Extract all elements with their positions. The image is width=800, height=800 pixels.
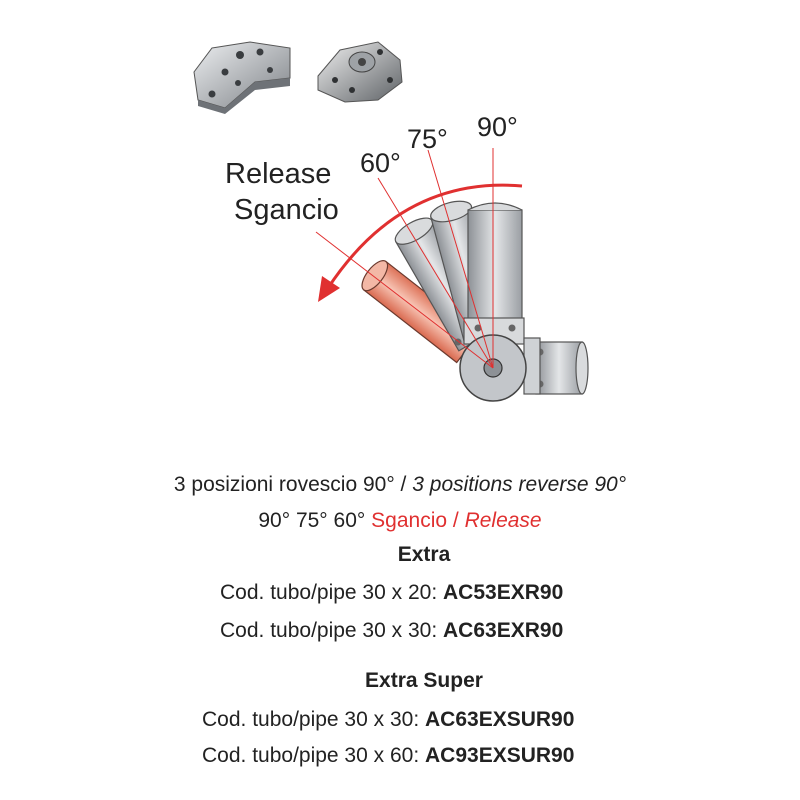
pipe-fixed-horizontal xyxy=(535,341,589,395)
caption-angles: 90° 75° 60° Sgancio / Release xyxy=(0,509,800,533)
extra-super-row: Cod. tubo/pipe 30 x 60: AC93EXSUR90 xyxy=(202,744,574,768)
caption-angles-values: 90° 75° 60° xyxy=(258,509,366,532)
release-arrowhead xyxy=(318,276,340,302)
extra-row-label: Cod. tubo/pipe 30 x 20: xyxy=(220,581,438,604)
extra-row: Cod. tubo/pipe 30 x 20: AC53EXR90 xyxy=(220,581,563,605)
hinge-body xyxy=(454,317,541,402)
caption-positions: 3 posizioni rovescio 90° / 3 positions r… xyxy=(0,473,800,497)
caption-positions-it: 3 posizioni rovescio 90° / xyxy=(173,473,407,496)
angle-label-90: 90° xyxy=(477,112,518,142)
joint-photo-front xyxy=(193,41,291,114)
extra-row-label: Cod. tubo/pipe 30 x 30: xyxy=(220,619,438,642)
caption-positions-en: 3 positions reverse 90° xyxy=(412,473,627,496)
extra-super-row-label: Cod. tubo/pipe 30 x 30: xyxy=(202,708,420,731)
release-arrow xyxy=(326,183,523,289)
extra-super-row-code: AC63EXSUR90 xyxy=(425,708,575,731)
caption-release-it: Sgancio / xyxy=(371,509,459,532)
extra-row-code: AC63EXR90 xyxy=(443,619,564,642)
angle-label-75: 75° xyxy=(407,124,448,154)
extra-super-row-code: AC93EXSUR90 xyxy=(425,744,575,767)
release-label-it: Sgancio xyxy=(234,194,339,226)
pipe-90-position xyxy=(467,202,523,321)
joint-photo-angled xyxy=(317,41,403,103)
extra-super-heading: Extra Super xyxy=(365,669,483,692)
extra-super-row-label: Cod. tubo/pipe 30 x 60: xyxy=(202,744,420,767)
extra-heading: Extra xyxy=(397,543,451,566)
angle-guide-lines xyxy=(315,148,494,369)
joint-diagram: 60° 75° 90° Release Sgancio xyxy=(193,41,589,402)
extra-row: Cod. tubo/pipe 30 x 30: AC63EXR90 xyxy=(220,619,563,643)
extra-super-row: Cod. tubo/pipe 30 x 30: AC63EXSUR90 xyxy=(202,708,574,732)
angle-label-60: 60° xyxy=(360,148,401,178)
release-label-en: Release xyxy=(225,158,331,190)
caption-release-en: Release xyxy=(464,509,542,532)
extra-row-code: AC53EXR90 xyxy=(443,581,564,604)
